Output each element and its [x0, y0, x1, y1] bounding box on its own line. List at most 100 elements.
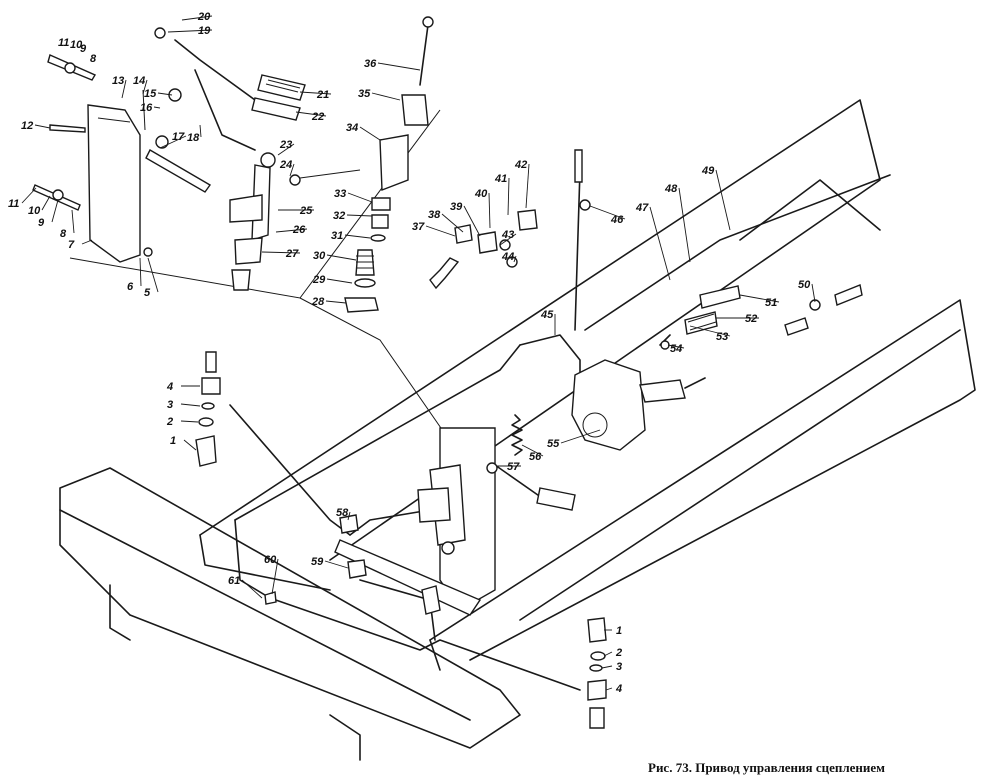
callout-leader-24: [289, 163, 295, 177]
callout-label-13: 13: [112, 75, 124, 87]
callout-leader-33: [347, 192, 373, 203]
callout-leader-44: [513, 255, 517, 263]
callout-label-7: 7: [68, 239, 75, 251]
callout-leader-23: [277, 143, 295, 156]
callout-label-right-3: 3: [616, 661, 622, 673]
callout-leader-19: [167, 29, 213, 33]
callout-leader-right-2: [603, 651, 613, 657]
callout-leader-20: [181, 15, 213, 21]
installed-pedal: [334, 427, 576, 616]
callout-leader-42: [525, 163, 530, 209]
callout-label-16: 16: [140, 102, 153, 114]
callout-leader-17: [159, 135, 187, 149]
callout-leader-38: [441, 213, 464, 233]
callout-leader-56: [521, 444, 544, 457]
callout-label-26: 26: [292, 224, 306, 236]
callout-label-43: 43: [501, 229, 514, 241]
callout-leader-8: [71, 209, 75, 234]
callout-leader-18: [199, 124, 202, 138]
callout-label-40: 40: [474, 188, 488, 200]
callout-label-18: 18: [187, 132, 200, 144]
callout-leader-13: [121, 79, 127, 99]
callout-leader-15: [157, 92, 173, 96]
callout-label-upper-9: 9: [80, 43, 87, 55]
callout-label-41: 41: [494, 173, 507, 185]
callout-label-54: 54: [670, 343, 682, 355]
callout-leader-58: [347, 511, 351, 521]
master-cylinder: [229, 16, 434, 313]
callout-leader-32: [346, 214, 373, 217]
callout-label-42: 42: [514, 159, 527, 171]
callout-label-57: 57: [507, 461, 520, 473]
callout-leader-34: [359, 126, 381, 141]
callout-label-9: 9: [38, 217, 45, 229]
callout-label-61: 61: [228, 575, 240, 587]
callout-label-right-1: 1: [616, 625, 622, 637]
callout-leader-3: [180, 403, 201, 407]
callout-label-6: 6: [127, 281, 134, 293]
callout-label-49: 49: [701, 165, 715, 177]
callout-leader-53: [689, 325, 731, 337]
callout-leader-61: [241, 579, 263, 599]
callout-label-52: 52: [745, 313, 757, 325]
callout-leader-54: [667, 344, 685, 349]
callout-label-28: 28: [311, 296, 325, 308]
callout-label-right-4: 4: [615, 683, 622, 695]
callout-label-37: 37: [412, 221, 425, 233]
callout-label-2: 2: [166, 416, 173, 428]
callout-label-10: 10: [28, 205, 41, 217]
callout-label-15: 15: [144, 88, 157, 100]
callout-leader-36: [377, 62, 421, 71]
callout-label-8: 8: [60, 228, 67, 240]
callout-leader-39: [463, 205, 481, 237]
callout-leader-26: [275, 228, 308, 233]
callout-label-upper-10: 10: [70, 39, 83, 51]
callout-leader-10: [41, 195, 51, 211]
callout-leader-60: [271, 558, 279, 595]
callout-label-60: 60: [264, 554, 277, 566]
callout-label-56: 56: [529, 451, 542, 463]
callout-label-21: 21: [316, 89, 329, 101]
callout-label-19: 19: [198, 25, 211, 37]
callout-label-5: 5: [144, 287, 151, 299]
callout-leader-5: [147, 257, 159, 293]
callout-leader-37: [425, 225, 456, 237]
callout-label-4: 4: [166, 381, 173, 393]
callout-label-32: 32: [333, 210, 345, 222]
callout-leader-47: [649, 206, 671, 281]
fittings-cluster: [429, 149, 591, 290]
callout-label-33: 33: [334, 188, 346, 200]
callout-leader-9: [51, 199, 59, 223]
callout-label-55: 55: [547, 438, 560, 450]
callout-label-38: 38: [428, 209, 441, 221]
callout-leader-11: [21, 187, 37, 204]
callout-leader-right-4: [605, 687, 613, 691]
callout-label-29: 29: [312, 274, 326, 286]
callout-leader-6: [139, 257, 142, 287]
callout-label-23: 23: [279, 139, 292, 151]
callout-leader-31: [344, 234, 371, 239]
callout-leader-1: [183, 439, 197, 451]
bleeder-valve-right: [587, 617, 607, 729]
callout-leader-right-3: [601, 665, 613, 669]
tee-fittings: [264, 514, 441, 615]
callout-label-50: 50: [798, 279, 811, 291]
callout-label-30: 30: [313, 250, 326, 262]
callout-leader-40: [488, 192, 491, 229]
callout-leader-59: [324, 560, 349, 569]
hydraulic-pipes: [229, 169, 891, 691]
callout-leader-41: [507, 177, 510, 216]
callout-label-27: 27: [285, 248, 299, 260]
callout-label-25: 25: [299, 205, 313, 217]
callout-label-39: 39: [450, 201, 463, 213]
callout-leader-16: [153, 106, 161, 109]
callout-leader-22: [295, 111, 327, 117]
callout-label-14: 14: [133, 75, 145, 87]
callout-label-31: 31: [331, 230, 343, 242]
callout-label-17: 17: [172, 131, 185, 143]
bleeder-valve-left: [195, 351, 221, 467]
callout-label-35: 35: [358, 88, 371, 100]
callout-label-34: 34: [346, 122, 358, 134]
